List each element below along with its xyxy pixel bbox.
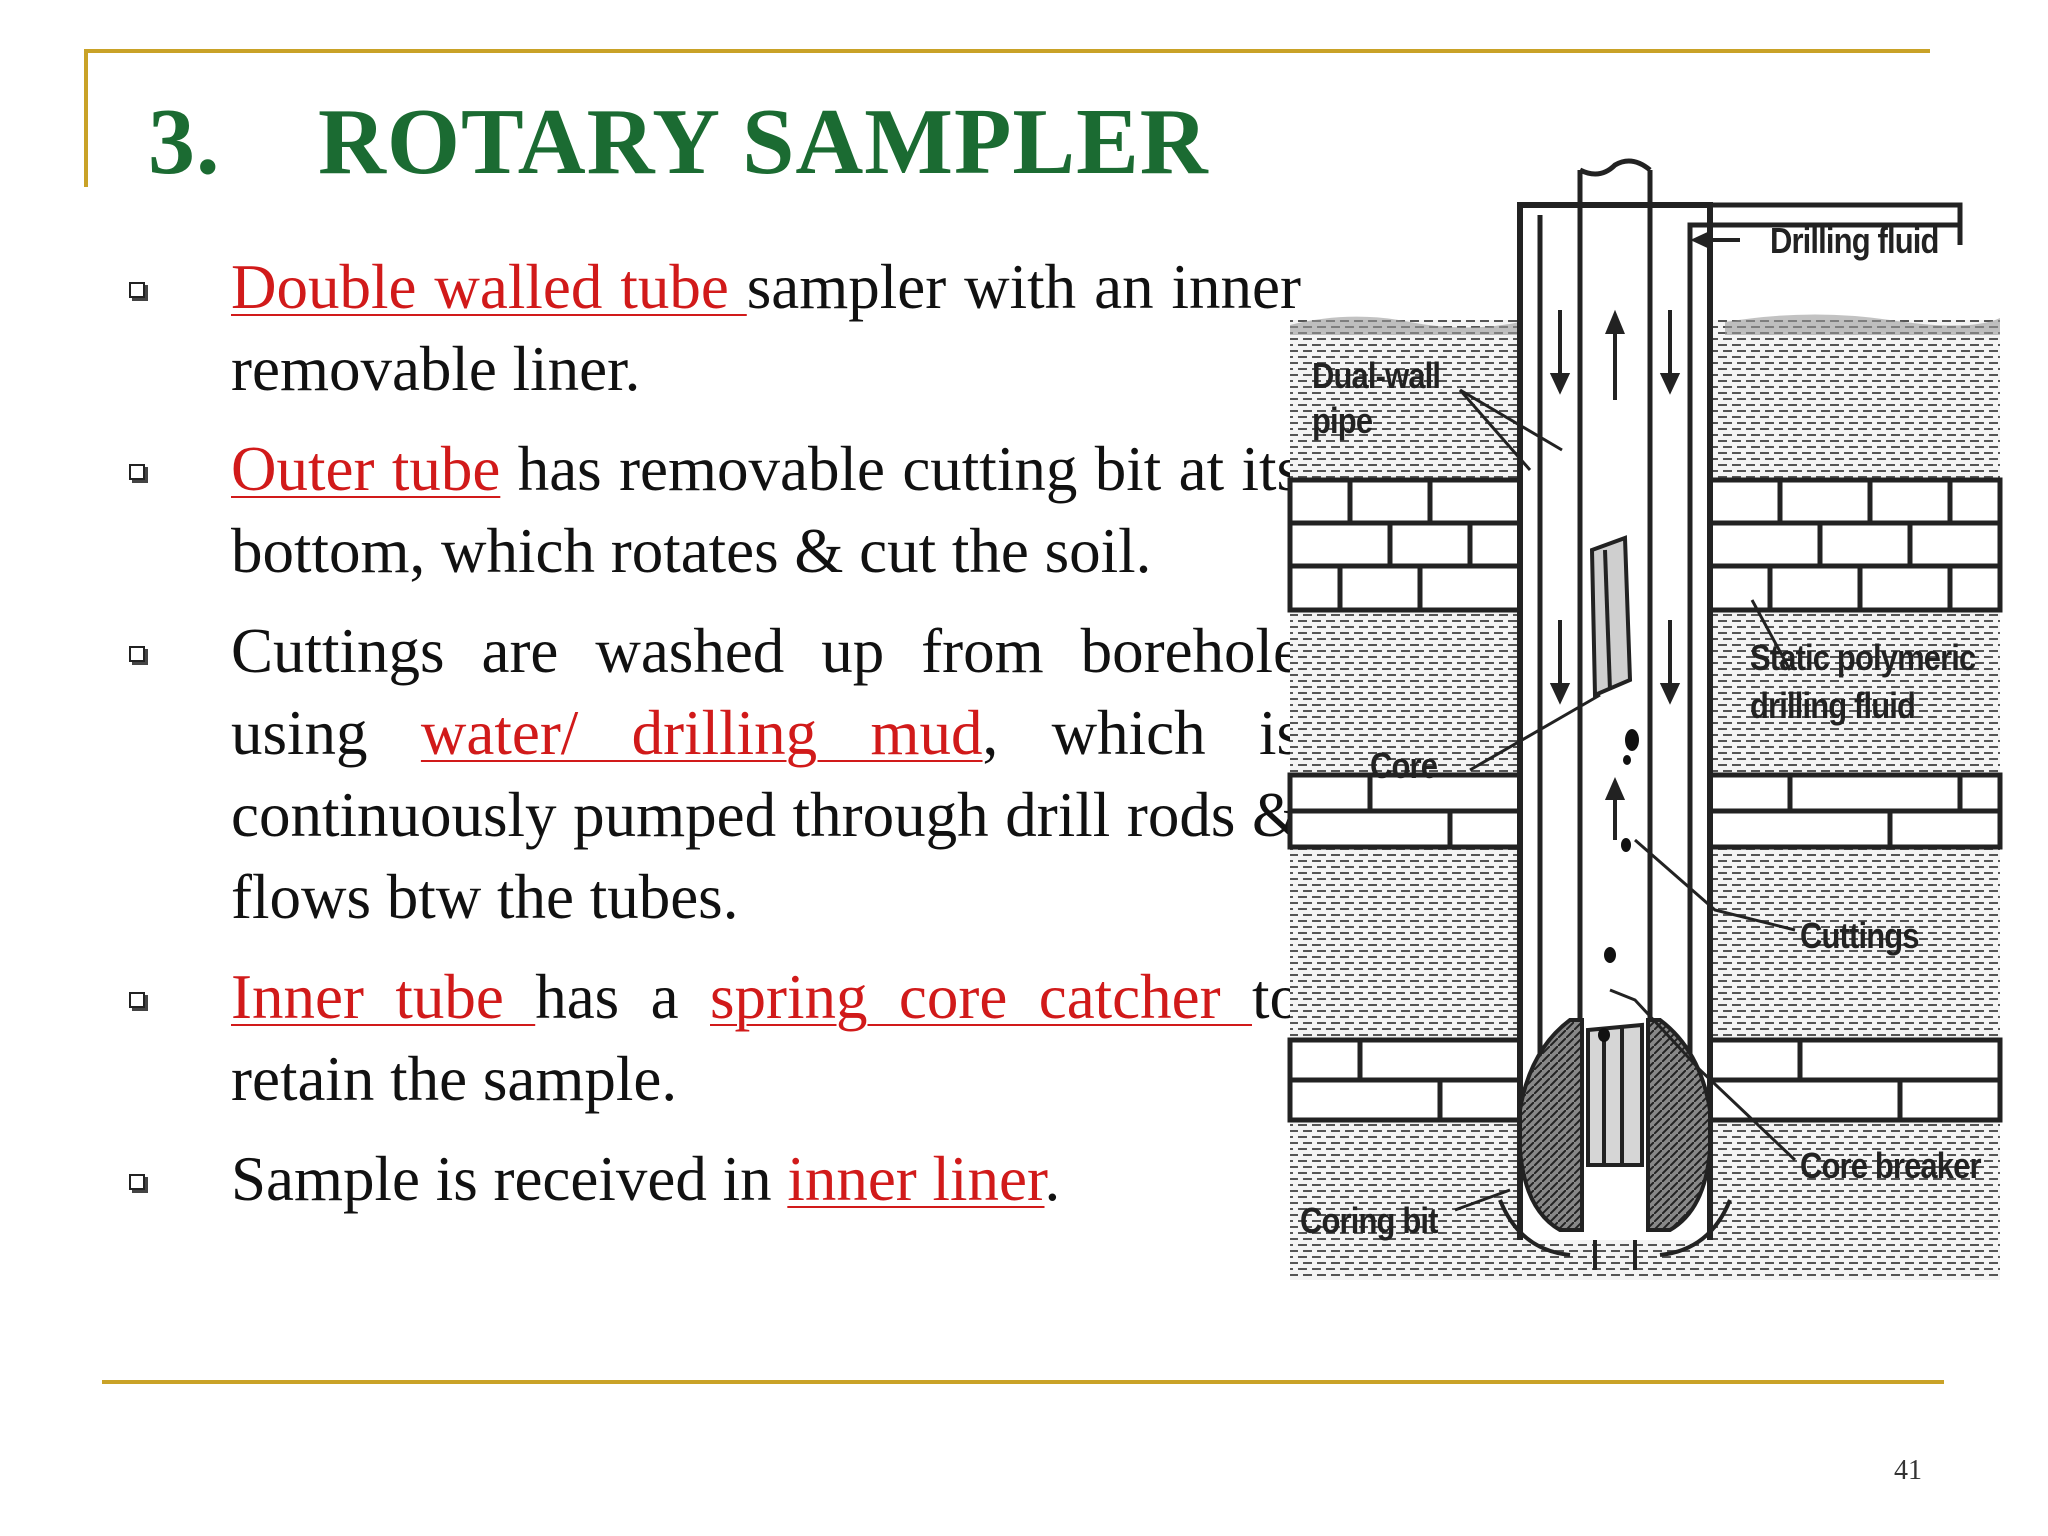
- coring-bit: [1498, 1018, 1732, 1270]
- highlighted-term: Double walled tube: [231, 252, 747, 322]
- borehole-illustration: [1287, 158, 2003, 1280]
- bullet-text-segment: to retain the sample.: [231, 962, 1301, 1114]
- bullet-text: Outer tube has removable cutting bit at …: [231, 428, 1301, 592]
- slide-title-number: 3.: [148, 90, 221, 194]
- bullet-text-segment: has a: [535, 962, 710, 1032]
- label-drilling-fluid-static: drilling fluid: [1750, 685, 1916, 726]
- bullet-item: Inner tube has a spring core catcher to …: [125, 956, 1301, 1120]
- label-core-breaker: Core breaker: [1800, 1145, 1982, 1186]
- bullet-text: Cuttings are washed up from borehole usi…: [231, 610, 1301, 938]
- label-pipe: pipe: [1312, 400, 1373, 441]
- square-bullet-icon: [129, 282, 145, 298]
- bullet-list: Double walled tube sampler with an inner…: [125, 246, 1301, 1238]
- leader-lines: [1454, 388, 1797, 1212]
- page-number: 41: [1894, 1455, 1922, 1486]
- square-bullet-icon: [129, 464, 145, 480]
- bullet-text: Sample is received in inner liner.: [231, 1138, 1301, 1220]
- frame-top-line: [84, 49, 1930, 53]
- square-bullet-icon: [129, 992, 145, 1008]
- bullet-item: Double walled tube sampler with an inner…: [125, 246, 1301, 410]
- bullet-text-segment: has removable cutting bit at its bottom,…: [231, 434, 1301, 586]
- highlighted-term: inner liner: [787, 1144, 1045, 1214]
- frame-bottom-line: [102, 1380, 1944, 1384]
- rotary-sampler-diagram: Drilling fluid Dual-wall pipe Static pol…: [1270, 150, 2030, 1320]
- highlighted-term: Inner tube: [231, 962, 536, 1032]
- bullet-text-segment: .: [1044, 1144, 1061, 1214]
- label-core: Core: [1370, 745, 1438, 786]
- bullet-text: Inner tube has a spring core catcher to …: [231, 956, 1301, 1120]
- label-dual-wall: Dual-wall: [1312, 355, 1441, 396]
- slide-title-text: ROTARY SAMPLER: [318, 90, 1209, 194]
- label-coring-bit: Coring bit: [1300, 1200, 1438, 1241]
- label-drilling-fluid: Drilling fluid: [1770, 220, 1939, 261]
- bullet-item: Sample is received in inner liner.: [125, 1138, 1175, 1220]
- bullet-text-segment: Sample is received in: [231, 1144, 788, 1214]
- highlighted-term: spring core catcher: [710, 962, 1252, 1032]
- highlighted-term: water/ drilling mud: [420, 698, 983, 768]
- highlighted-term: Outer tube: [231, 434, 501, 504]
- slide-title: 3. ROTARY SAMPLER: [148, 88, 1209, 196]
- label-cuttings: Cuttings: [1800, 915, 1920, 956]
- bullet-text-segment: Cuttings are washed up from borehole usi…: [231, 616, 1301, 768]
- label-static-polymeric: Static polymeric: [1750, 637, 1976, 678]
- bullet-text-segment: sampler with an inner removable liner.: [231, 252, 1302, 404]
- cuttings-particles: [1598, 729, 1639, 1042]
- bullet-item: Cuttings are washed up from borehole usi…: [125, 610, 1301, 938]
- frame-left-line: [84, 49, 88, 187]
- bullet-item: Outer tube has removable cutting bit at …: [125, 428, 1301, 592]
- bullet-text-segment: , which is continuously pumped through d…: [231, 698, 1301, 932]
- bullet-text: Double walled tube sampler with an inner…: [231, 246, 1301, 410]
- core-sample: [1586, 535, 1644, 1167]
- square-bullet-icon: [129, 1174, 145, 1190]
- square-bullet-icon: [129, 646, 145, 662]
